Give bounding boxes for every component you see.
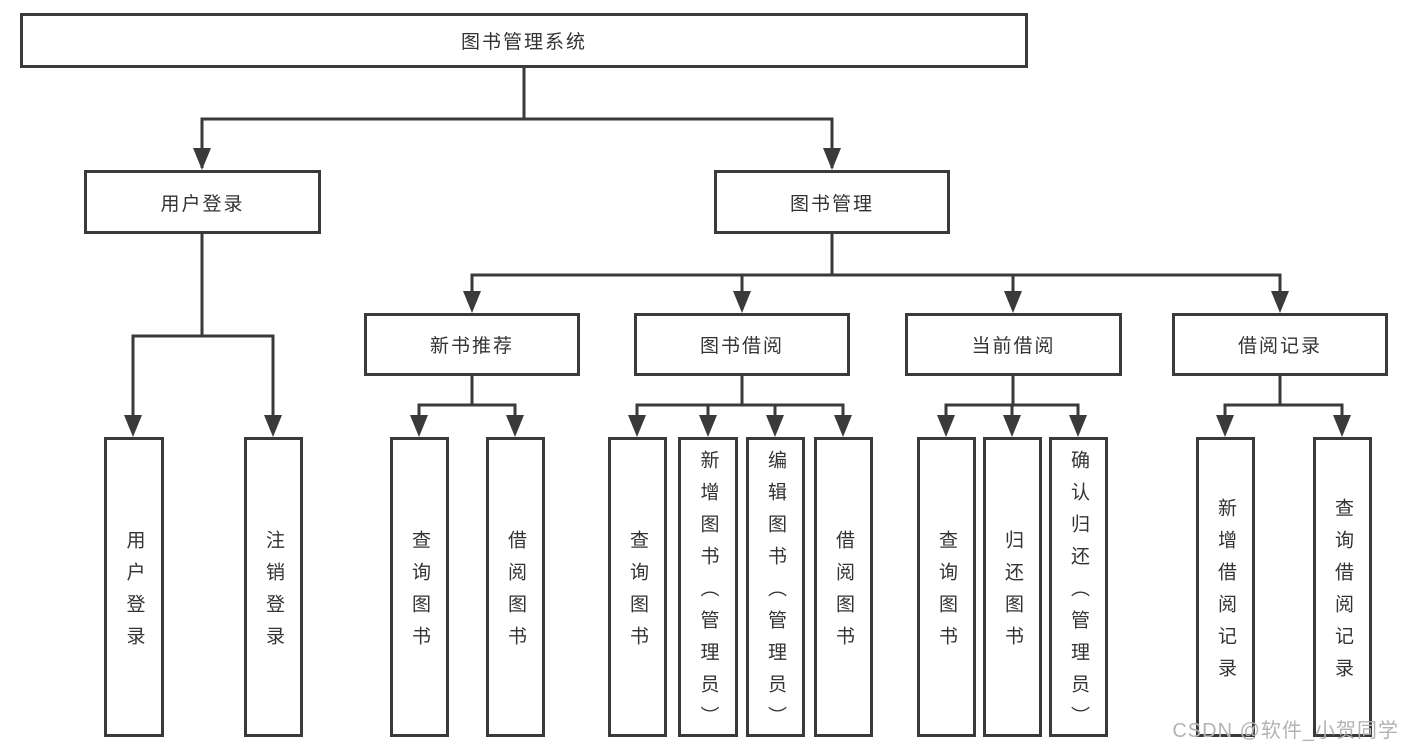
connector-book-borrow-to-leaves xyxy=(628,375,852,437)
node-user-login: 用户登录 xyxy=(84,170,321,234)
node-borrow-records: 借阅记录 xyxy=(1172,313,1388,376)
leaf-return-books-label: 归还图书 xyxy=(1002,529,1023,658)
node-root-library-system: 图书管理系统 xyxy=(20,13,1028,68)
leaf-query-borrow-record: 查询借阅记录 xyxy=(1313,437,1372,737)
node-user-login-label: 用户登录 xyxy=(160,193,245,215)
node-new-book-recommend-label: 新书推荐 xyxy=(429,336,514,357)
leaf-logout: 注销登录 xyxy=(244,437,303,737)
node-book-borrow-label: 图书借阅 xyxy=(699,336,784,357)
leaf-borrow-books-label: 借阅图书 xyxy=(833,529,854,658)
node-borrow-records-label: 借阅记录 xyxy=(1237,336,1322,357)
leaf-return-books: 归还图书 xyxy=(983,437,1042,737)
node-current-borrow-label: 当前借阅 xyxy=(971,336,1056,357)
leaf-query-books-current: 查询图书 xyxy=(917,437,976,737)
connector-new-book-to-leaves xyxy=(410,375,524,437)
leaf-add-books-admin: 新增图书（管理员） xyxy=(678,437,738,738)
leaf-query-books-borrow-label: 查询图书 xyxy=(627,529,648,658)
leaf-user-login: 用户登录 xyxy=(104,437,164,737)
leaf-borrow-books-recommend-label: 借阅图书 xyxy=(505,529,526,658)
node-new-book-recommend: 新书推荐 xyxy=(364,313,580,376)
node-current-borrow: 当前借阅 xyxy=(905,313,1122,376)
connector-root-to-level2 xyxy=(193,68,841,170)
connector-user-login-to-leaves xyxy=(124,233,282,437)
node-book-borrow: 图书借阅 xyxy=(634,313,850,376)
leaf-query-books-recommend-label: 查询图书 xyxy=(409,529,430,658)
connector-book-management-to-modules xyxy=(463,234,1289,313)
leaf-edit-books-admin-label: 编辑图书（管理员） xyxy=(765,449,786,738)
leaf-edit-books-admin: 编辑图书（管理员） xyxy=(746,437,805,738)
leaf-confirm-return-admin-label: 确认归还（管理员） xyxy=(1068,449,1089,738)
leaf-borrow-books-recommend: 借阅图书 xyxy=(486,437,545,737)
leaf-add-borrow-record: 新增借阅记录 xyxy=(1196,437,1255,737)
leaf-borrow-books: 借阅图书 xyxy=(814,437,873,737)
leaf-query-books-recommend: 查询图书 xyxy=(390,437,449,737)
leaf-query-books-borrow: 查询图书 xyxy=(608,437,667,737)
connector-current-borrow-to-leaves xyxy=(937,375,1087,437)
node-book-management: 图书管理 xyxy=(714,170,950,234)
leaf-logout-label: 注销登录 xyxy=(263,529,284,658)
leaf-add-books-admin-label: 新增图书（管理员） xyxy=(697,449,719,738)
csdn-watermark: CSDN @软件_小贺同学 xyxy=(1172,720,1399,742)
connector-borrow-records-to-leaves xyxy=(1216,375,1351,437)
leaf-user-login-label: 用户登录 xyxy=(123,529,145,658)
leaf-query-books-current-label: 查询图书 xyxy=(936,529,957,658)
leaf-add-borrow-record-label: 新增借阅记录 xyxy=(1215,497,1236,690)
node-root-label: 图书管理系统 xyxy=(460,32,587,53)
leaf-query-borrow-record-label: 查询借阅记录 xyxy=(1332,497,1353,690)
leaf-confirm-return-admin: 确认归还（管理员） xyxy=(1049,437,1108,738)
node-book-management-label: 图书管理 xyxy=(789,193,874,215)
